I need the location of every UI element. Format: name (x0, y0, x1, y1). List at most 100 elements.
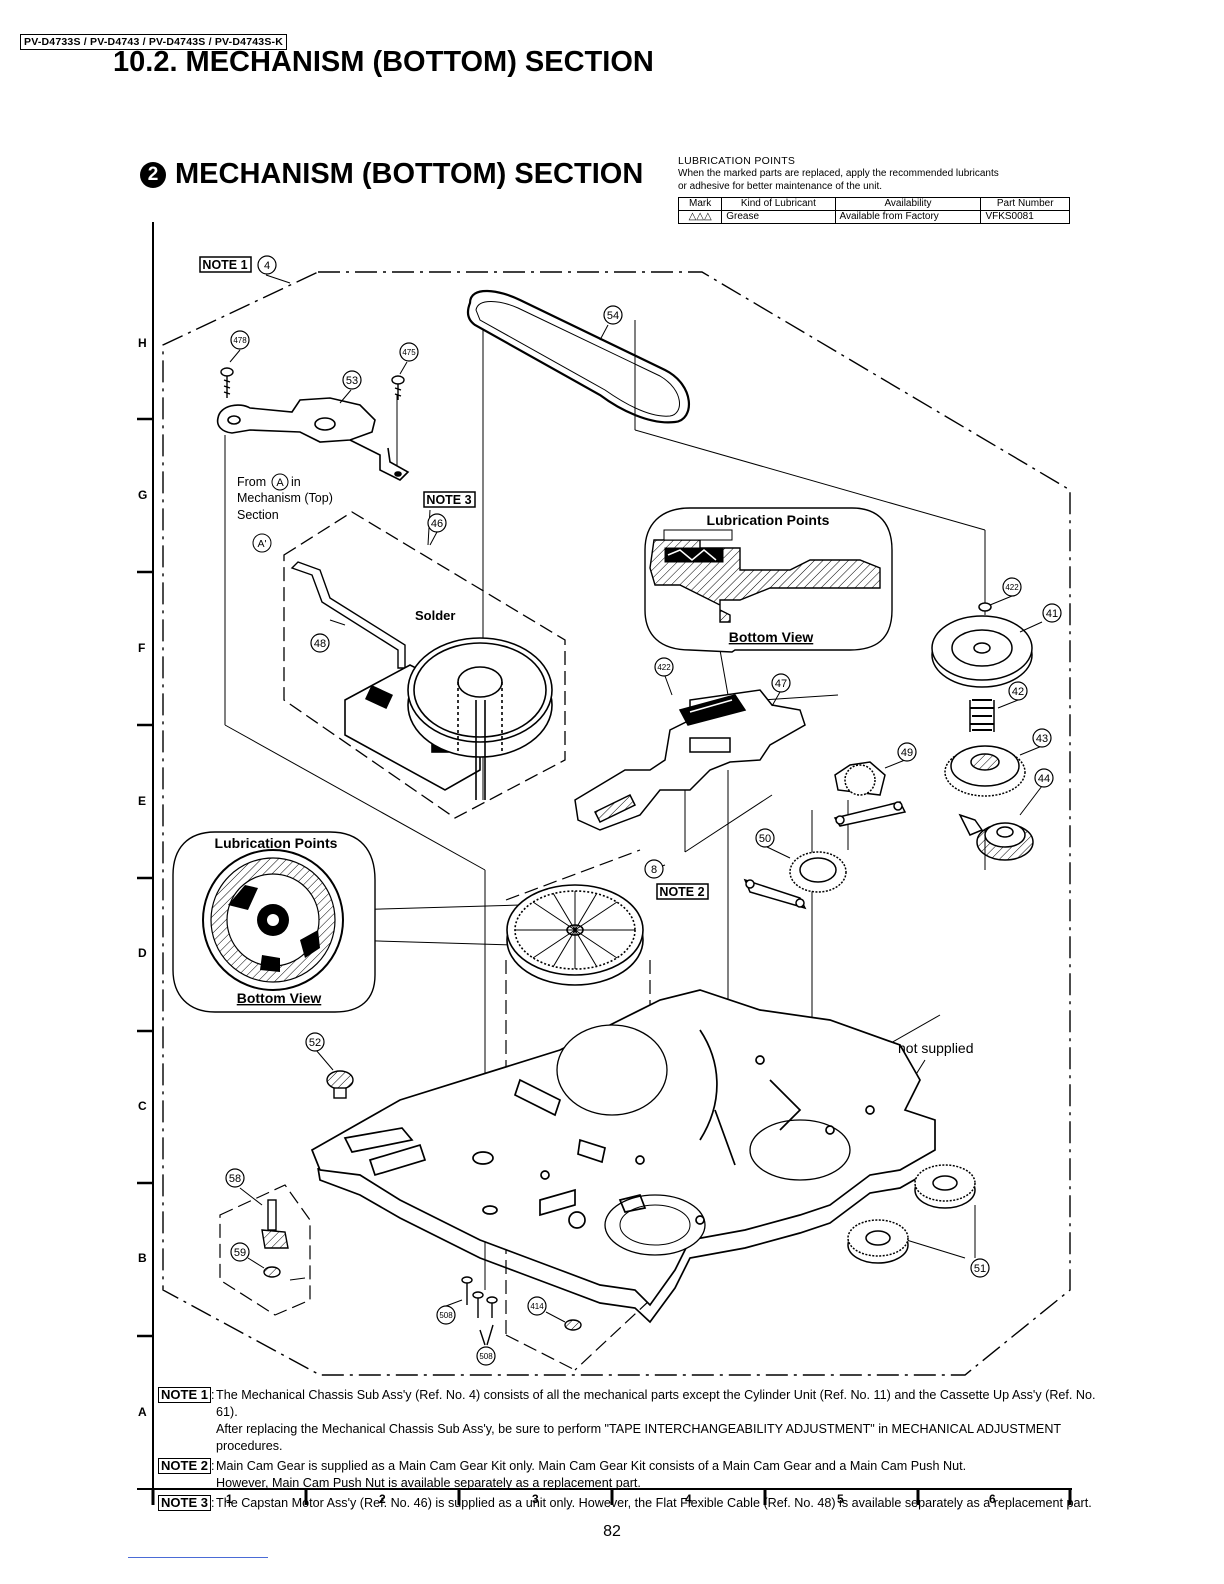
cell-mark: △△△ (677, 210, 723, 224)
from-label-4: Section (237, 508, 279, 522)
note-2-line-2: However, Main Cam Push Nut is available … (216, 1476, 641, 1490)
part-balloon-54: 54 (603, 305, 623, 325)
row-label-d: D (138, 946, 147, 960)
cell-kind: Grease (721, 210, 836, 224)
note-2: NOTE 2: Main Cam Gear is supplied as a M… (158, 1458, 1118, 1492)
part-balloon-48: 48 (310, 633, 330, 653)
flat-flexible-cable (290, 561, 406, 669)
svg-text:50: 50 (759, 833, 771, 845)
notes-section: NOTE 1: The Mechanical Chassis Sub Ass'y… (158, 1387, 1118, 1512)
solder-label: Solder (415, 608, 455, 623)
part-balloon-59: 59 (230, 1242, 250, 1262)
svg-text:478: 478 (233, 336, 247, 345)
part-balloon-475: 475 (399, 342, 419, 362)
lubrication-desc-2: or adhesive for better maintenance of th… (678, 181, 883, 192)
svg-text:54: 54 (607, 310, 619, 322)
part-balloon-53: 53 (342, 370, 362, 390)
col-label-5: 5 (837, 1492, 844, 1506)
svg-text:475: 475 (402, 348, 416, 357)
model-numbers: PV-D4733S / PV-D4743 / PV-D4743S / PV-D4… (20, 34, 288, 50)
a-prime-circle (252, 533, 272, 553)
small-gear (326, 1070, 354, 1099)
svg-text:46: 46 (431, 518, 443, 530)
cell-part-number: VFKS0081 (980, 210, 1070, 224)
svg-text:44: 44 (1038, 773, 1050, 785)
lubrication-block: LUBRICATION POINTS When the marked parts… (677, 155, 1073, 224)
diagram-note-tags: NOTE 1 NOTE 3 NOTE 2 (199, 256, 709, 900)
note-2-line-1: Main Cam Gear is supplied as a Main Cam … (216, 1459, 967, 1473)
note-2-tag: NOTE 2 (158, 1458, 211, 1474)
part-balloon-41: 41 (1042, 603, 1062, 623)
screws-bottom (461, 1276, 582, 1346)
svg-text:4: 4 (264, 260, 270, 272)
svg-text:58: 58 (229, 1173, 241, 1185)
main-cam-gear (506, 884, 644, 986)
subsection-title: 2 MECHANISM (BOTTOM) SECTION (140, 158, 643, 191)
lubrication-points-right: Lubrication Points (707, 512, 830, 528)
capstan-motor-box (283, 511, 566, 819)
from-ref: A (276, 477, 284, 489)
not-supplied-label: not supplied (898, 1040, 974, 1056)
svg-text:52: 52 (309, 1037, 321, 1049)
part-balloon-422-right: 422 (1002, 577, 1022, 597)
col-label-2: 2 (379, 1492, 386, 1506)
bottom-view-left: Bottom View (237, 990, 322, 1006)
part-balloon-47: 47 (771, 673, 791, 693)
lubrication-callout-left (172, 831, 376, 1013)
part-balloon-51: 51 (970, 1258, 990, 1278)
part-balloon-58: 58 (225, 1168, 245, 1188)
lubrication-desc-1: When the marked parts are replaced, appl… (678, 168, 999, 179)
svg-text:41: 41 (1046, 608, 1058, 620)
svg-text:42: 42 (1012, 686, 1024, 698)
a-prime-label: A' (257, 538, 266, 550)
cell-availability: Available from Factory (834, 210, 982, 224)
svg-text:422: 422 (657, 663, 671, 672)
from-label-1: From (237, 475, 266, 489)
table-row: △△△ Grease Available from Factory VFKS00… (677, 210, 1070, 224)
diagram-note3: NOTE 3 (426, 493, 471, 507)
lubrication-points-left: Lubrication Points (215, 835, 338, 851)
clutch-stack (931, 602, 1034, 861)
svg-text:48: 48 (314, 638, 326, 650)
svg-text:59: 59 (234, 1247, 246, 1259)
svg-text:43: 43 (1036, 733, 1048, 745)
belt (466, 289, 690, 424)
part-balloon-43: 43 (1032, 728, 1052, 748)
part-balloon-50: 50 (755, 828, 775, 848)
part-balloon-42: 42 (1008, 681, 1028, 701)
row-label-a: A (138, 1405, 147, 1419)
part-balloon-44: 44 (1034, 768, 1054, 788)
note-1: NOTE 1: The Mechanical Chassis Sub Ass'y… (158, 1387, 1118, 1455)
part-balloon-8: 8 (644, 859, 664, 879)
section-title: 10.2. MECHANISM (BOTTOM) SECTION (113, 46, 654, 78)
part-balloons: 4 478 475 53 54 46 48 422 41 42 43 44 42… (225, 255, 1062, 1366)
gear-arm (833, 761, 907, 827)
screws-top (220, 367, 405, 400)
svg-text:47: 47 (775, 678, 787, 690)
bottom-view-right: Bottom View (729, 629, 814, 645)
lubrication-heading: LUBRICATION POINTS (678, 155, 796, 167)
row-label-h: H (138, 336, 147, 350)
tension-arm (261, 1199, 289, 1278)
col-label-4: 4 (685, 1492, 692, 1506)
leader-lines (229, 274, 1043, 1323)
part-balloon-414: 414 (527, 1296, 547, 1316)
assembly-outline (162, 271, 1071, 1376)
bottom-rule (128, 1557, 268, 1558)
row-label-c: C (138, 1099, 147, 1113)
svg-text:422: 422 (1005, 583, 1019, 592)
svg-text:508: 508 (479, 1352, 493, 1361)
svg-text:51: 51 (974, 1263, 986, 1275)
svg-text:53: 53 (346, 375, 358, 387)
bracket (216, 397, 410, 481)
row-label-e: E (138, 794, 146, 808)
grid-labels: H G F E D C B A 1 2 3 4 5 6 (138, 336, 996, 1506)
diagram-note2: NOTE 2 (659, 885, 704, 899)
note-3-line-1: The Capstan Motor Ass'y (Ref. No. 46) is… (216, 1496, 1092, 1510)
note-1-tag: NOTE 1 (158, 1387, 211, 1403)
from-label-2: in (291, 475, 301, 489)
lubrication-table: Mark Kind of Lubricant Availability Part… (677, 197, 1070, 224)
part-balloon-46: 46 (427, 513, 447, 533)
col-label-1: 1 (226, 1492, 233, 1506)
